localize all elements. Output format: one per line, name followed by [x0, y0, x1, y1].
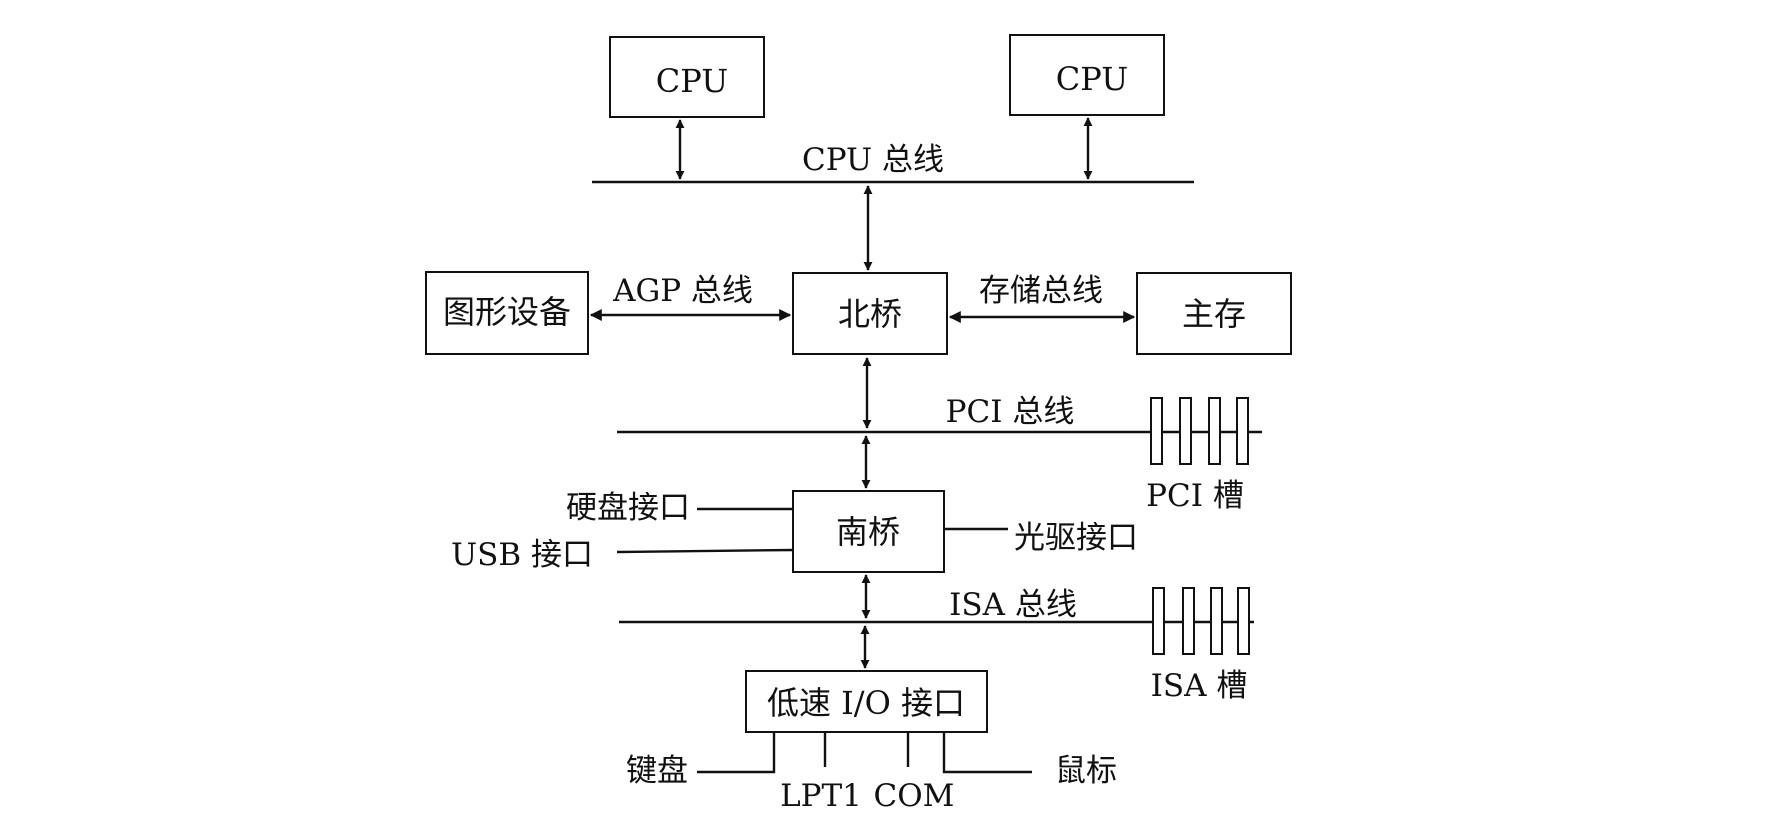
graphics-device-box: 图形设备: [425, 271, 589, 355]
pci-slots: [1150, 397, 1249, 465]
pci-bus-label: PCI 总线: [946, 394, 1075, 430]
pci-slots-label: PCI 槽: [1146, 478, 1244, 514]
optical-drive-interface-label: 光驱接口: [1014, 520, 1138, 556]
agp-bus-label: AGP 总线: [612, 273, 753, 309]
hdd-interface-label: 硬盘接口: [566, 490, 690, 526]
memory-bus-label: 存储总线: [979, 273, 1103, 309]
usb-interface-line: [616, 548, 794, 554]
northbridge-label: 北桥: [838, 295, 902, 333]
pci-slot: [1208, 397, 1221, 465]
isa-slot: [1152, 587, 1165, 655]
low-speed-io-label: 低速 I/O 接口: [767, 684, 965, 722]
isa-bus-label: ISA 总线: [949, 587, 1077, 623]
pci-slot: [1236, 397, 1249, 465]
lpt1-label: LPT1: [780, 778, 862, 814]
usb-interface-label: USB 接口: [451, 537, 593, 573]
pci-slot: [1150, 397, 1163, 465]
mouse-label: 鼠标: [1055, 753, 1117, 789]
cpu-right-box: CPU: [1009, 34, 1165, 116]
mouse-line: [942, 732, 1032, 774]
isa-slot: [1182, 587, 1195, 655]
isa-slot: [1237, 587, 1250, 655]
keyboard-line: [697, 732, 776, 774]
southbridge-box: 南桥: [792, 490, 945, 573]
pci-slot: [1179, 397, 1192, 465]
southbridge-label: 南桥: [836, 513, 900, 551]
cpu-left-label: CPU: [656, 62, 728, 100]
cpu-left-box: CPU: [609, 36, 765, 118]
isa-slots: [1152, 587, 1250, 655]
low-speed-io-box: 低速 I/O 接口: [745, 670, 988, 733]
graphics-device-label: 图形设备: [443, 293, 571, 331]
main-memory-label: 主存: [1182, 295, 1246, 333]
isa-slot: [1210, 587, 1223, 655]
main-memory-box: 主存: [1136, 272, 1292, 355]
cpu-right-label: CPU: [1056, 60, 1128, 98]
cpu-bus-label: CPU 总线: [802, 142, 944, 178]
isa-slots-label: ISA 槽: [1151, 668, 1248, 704]
keyboard-label: 键盘: [626, 753, 688, 789]
northbridge-box: 北桥: [792, 272, 948, 355]
com-label: COM: [874, 778, 955, 814]
